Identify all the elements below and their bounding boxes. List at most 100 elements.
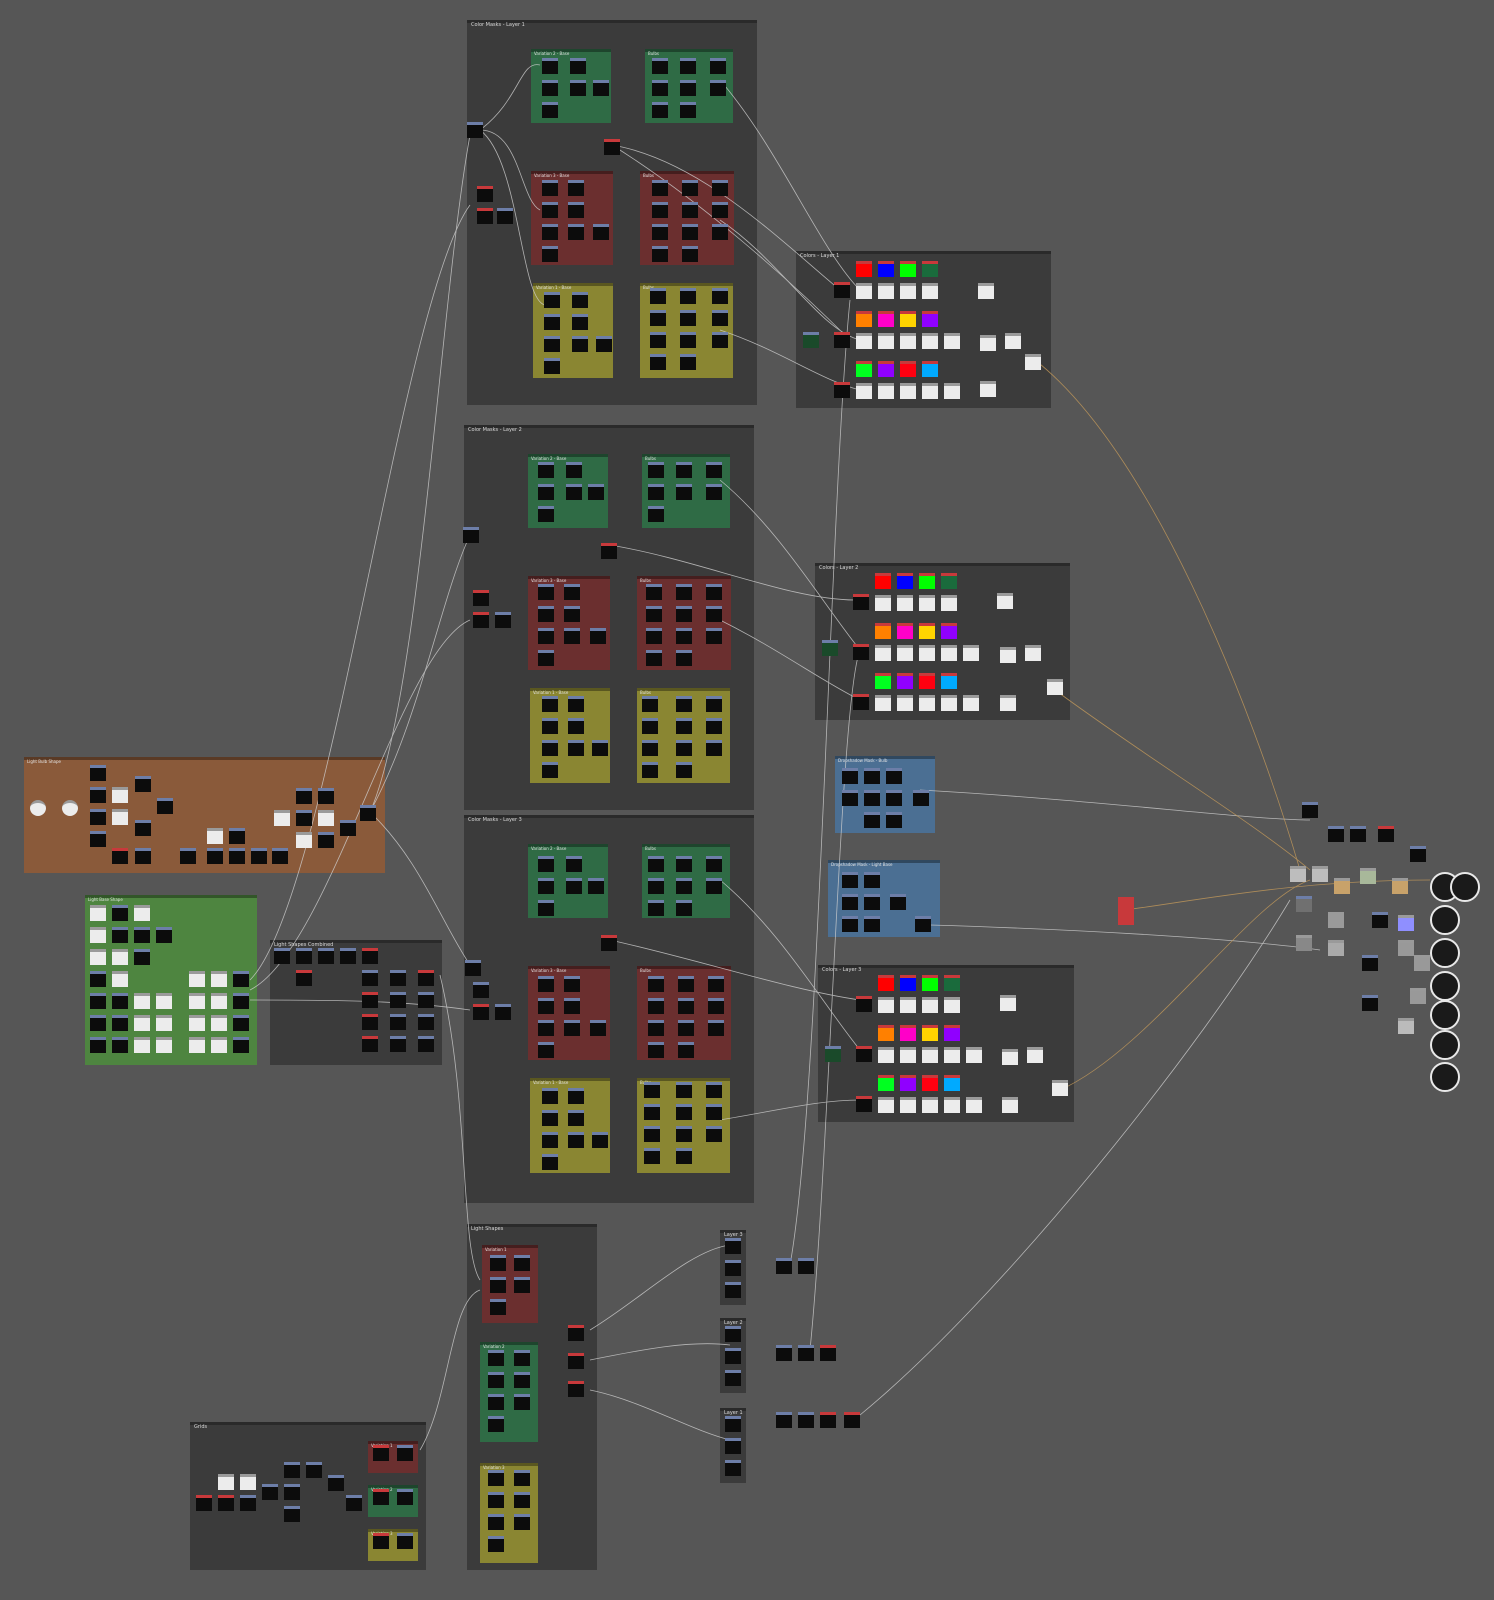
node-checker[interactable] [240, 1474, 256, 1490]
node-input[interactable] [834, 382, 850, 398]
node[interactable] [542, 80, 558, 96]
node[interactable] [593, 224, 609, 240]
node-blend[interactable] [997, 593, 1013, 609]
node[interactable] [1328, 912, 1344, 928]
node-blend[interactable] [900, 283, 916, 299]
node[interactable] [542, 246, 558, 262]
node-color[interactable] [822, 640, 838, 656]
node[interactable] [676, 762, 692, 778]
node-shape[interactable] [211, 1015, 227, 1031]
node[interactable] [240, 1495, 256, 1511]
node-swatch[interactable] [919, 623, 935, 639]
node[interactable] [820, 1345, 836, 1361]
node[interactable] [676, 878, 692, 894]
node[interactable] [676, 484, 692, 500]
node[interactable] [648, 462, 664, 478]
node-shape[interactable] [112, 809, 128, 825]
node[interactable] [676, 584, 692, 600]
node-shape[interactable] [156, 927, 172, 943]
node[interactable] [1398, 1018, 1414, 1034]
node[interactable] [864, 894, 880, 910]
node[interactable] [646, 606, 662, 622]
node[interactable] [652, 180, 668, 196]
node-shape[interactable] [112, 1015, 128, 1031]
node[interactable] [564, 1020, 580, 1036]
node[interactable] [708, 976, 724, 992]
node-blend[interactable] [900, 1097, 916, 1113]
node[interactable] [488, 1416, 504, 1432]
node-input[interactable] [853, 644, 869, 660]
node[interactable] [886, 768, 902, 784]
node[interactable] [678, 976, 694, 992]
node-shape[interactable] [211, 1037, 227, 1053]
node-swatch[interactable] [878, 975, 894, 991]
node-swatch[interactable] [875, 623, 891, 639]
node[interactable] [648, 484, 664, 500]
node[interactable] [592, 740, 608, 756]
node-shape[interactable] [134, 905, 150, 921]
node[interactable] [776, 1345, 792, 1361]
node[interactable] [706, 740, 722, 756]
node[interactable] [542, 224, 558, 240]
node[interactable] [514, 1255, 530, 1271]
node[interactable] [306, 1462, 322, 1478]
node[interactable] [542, 180, 558, 196]
node[interactable] [564, 628, 580, 644]
node[interactable] [542, 1132, 558, 1148]
node-blend[interactable] [922, 383, 938, 399]
node[interactable] [682, 224, 698, 240]
node[interactable] [538, 856, 554, 872]
node[interactable] [362, 970, 378, 986]
node-swatch[interactable] [919, 673, 935, 689]
node-color[interactable] [825, 1046, 841, 1062]
node-shape[interactable] [134, 949, 150, 965]
node[interactable] [678, 1020, 694, 1036]
node[interactable] [648, 1020, 664, 1036]
node-shape[interactable] [296, 788, 312, 804]
node[interactable] [542, 1088, 558, 1104]
node[interactable] [648, 998, 664, 1014]
node[interactable] [296, 948, 312, 964]
node[interactable] [538, 1042, 554, 1058]
node[interactable] [725, 1326, 741, 1342]
node[interactable] [542, 102, 558, 118]
node[interactable] [588, 878, 604, 894]
node[interactable] [362, 1014, 378, 1030]
node-swatch[interactable] [922, 261, 938, 277]
node[interactable] [915, 916, 931, 932]
node[interactable] [1362, 995, 1378, 1011]
node[interactable] [648, 506, 664, 522]
node-shape[interactable] [233, 993, 249, 1009]
node-swatch[interactable] [900, 1075, 916, 1091]
node-switch[interactable] [601, 543, 617, 559]
node[interactable] [340, 948, 356, 964]
node[interactable] [488, 1372, 504, 1388]
node[interactable] [538, 628, 554, 644]
node[interactable] [712, 310, 728, 326]
node-blend[interactable] [1027, 1047, 1043, 1063]
node-blend[interactable] [922, 1047, 938, 1063]
node-shape[interactable] [90, 809, 106, 825]
node[interactable] [418, 970, 434, 986]
node[interactable] [642, 762, 658, 778]
node-shape[interactable] [112, 905, 128, 921]
node[interactable] [646, 584, 662, 600]
node[interactable] [864, 872, 880, 888]
node[interactable] [1398, 940, 1414, 956]
node-shape[interactable] [90, 927, 106, 943]
node-swatch[interactable] [875, 673, 891, 689]
node[interactable] [572, 292, 588, 308]
node[interactable] [570, 80, 586, 96]
node[interactable] [1328, 940, 1344, 956]
node-swatch[interactable] [900, 311, 916, 327]
node-input[interactable] [463, 527, 479, 543]
node[interactable] [820, 1412, 836, 1428]
node-shape[interactable] [180, 848, 196, 864]
node[interactable] [284, 1484, 300, 1500]
node[interactable] [544, 358, 560, 374]
node[interactable] [418, 992, 434, 1008]
node-shape[interactable] [90, 787, 106, 803]
node[interactable] [568, 718, 584, 734]
node[interactable] [514, 1350, 530, 1366]
node-blend[interactable] [944, 333, 960, 349]
